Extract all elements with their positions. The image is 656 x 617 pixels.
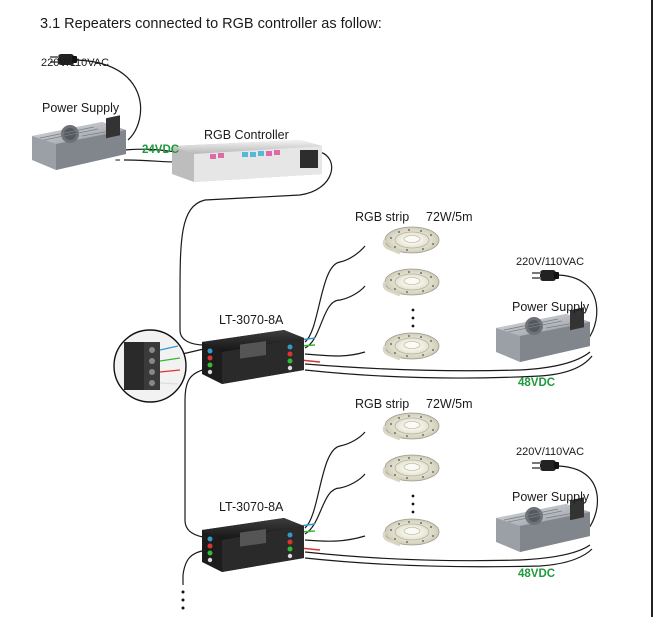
led-strip-reel-icon <box>382 267 441 297</box>
led-strip-reel-icon <box>382 453 441 483</box>
strip-power-1: 72W/5m <box>426 210 473 224</box>
power-supply-icon <box>495 306 591 363</box>
top-ac-label: 220V/110VAC <box>41 57 110 69</box>
power-supply-icon <box>495 496 591 553</box>
top-psu-label: Power Supply <box>42 101 120 115</box>
led-strip-reel-icon <box>382 331 441 361</box>
ac-label-2: 220V/110VAC <box>516 446 585 458</box>
terminal-zoom-icon <box>113 329 187 403</box>
top-dc-label: 24VDC <box>142 144 180 156</box>
repeater-icon <box>202 330 304 384</box>
repeater-model-2: LT-3070-8A <box>219 500 284 514</box>
plug-icon <box>532 270 559 281</box>
dc-label-1: 48VDC <box>518 377 556 389</box>
page-border <box>651 0 653 617</box>
dc-label-2: 48VDC <box>518 568 556 580</box>
strip-power-2: 72W/5m <box>426 397 473 411</box>
psu-label-2: Power Supply <box>512 490 590 504</box>
psu-label-1: Power Supply <box>512 300 590 314</box>
ac-label-1: 220V/110VAC <box>516 256 585 268</box>
led-strip-reel-icon <box>382 411 441 441</box>
repeater-icon <box>202 518 304 572</box>
strip-label-2: RGB strip <box>355 397 410 411</box>
plug-icon <box>532 460 559 471</box>
strip-label-1: RGB strip <box>355 210 410 224</box>
controller-label: RGB Controller <box>204 128 289 142</box>
led-strip-reel-icon <box>382 517 441 547</box>
continuation-dots <box>181 308 415 610</box>
repeater-model-1: LT-3070-8A <box>219 313 284 327</box>
led-strip-reel-icon <box>382 225 441 255</box>
rgb-controller-icon <box>172 140 322 182</box>
power-supply-icon <box>31 114 127 171</box>
psu-minus-sign: − <box>115 155 120 165</box>
page-heading: 3.1 Repeaters connected to RGB controlle… <box>40 16 382 32</box>
